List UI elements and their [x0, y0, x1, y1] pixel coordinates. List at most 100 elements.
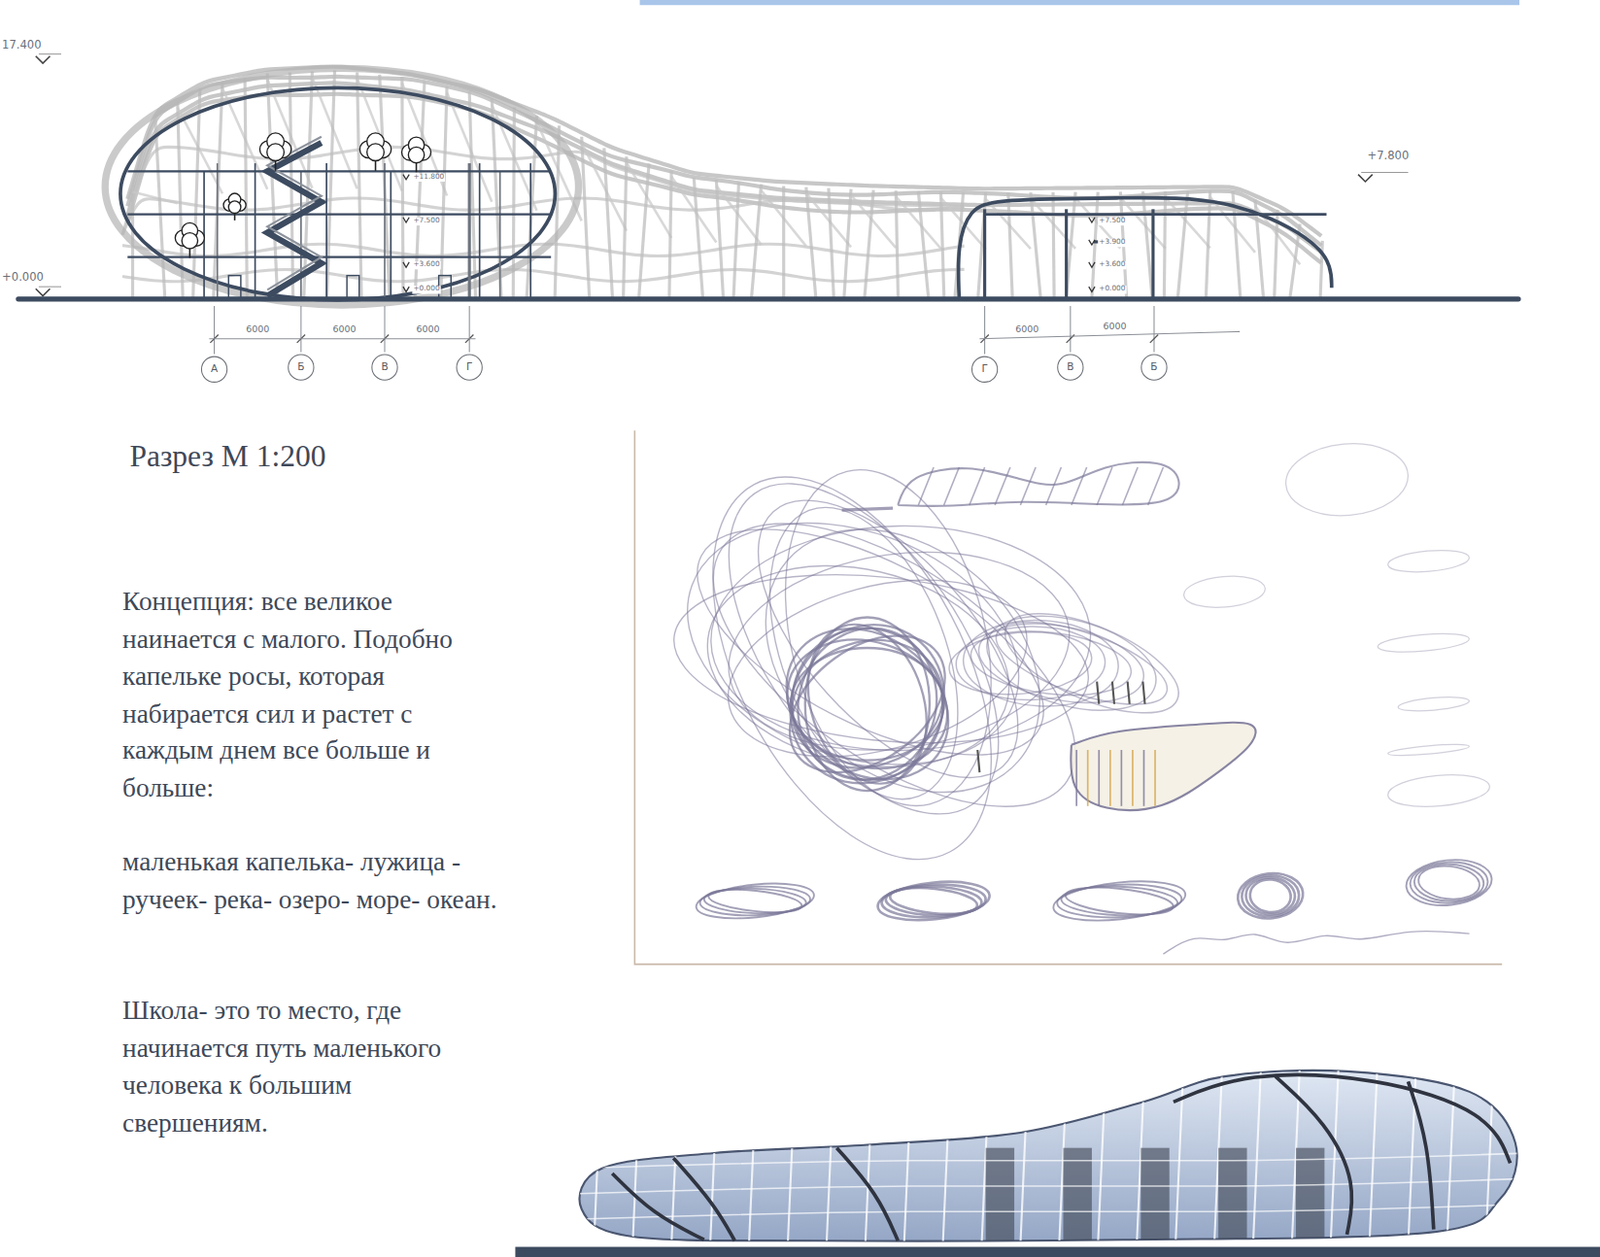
concept-text: Школа- это то место, где начинается путь… [122, 992, 503, 1142]
wire-rib [1163, 191, 1165, 300]
wire-rib [864, 190, 874, 300]
sketch-stroke [653, 479, 1054, 809]
axis-line [300, 306, 302, 352]
sketch-hatch [1122, 467, 1138, 506]
wire-rib [1053, 192, 1055, 300]
wire-rib [554, 125, 559, 300]
sketch-hatch [1097, 749, 1100, 807]
wall [529, 163, 532, 300]
level-label: +3.600 [1097, 261, 1126, 270]
wire-rib [244, 77, 247, 300]
sketch-figure [1112, 681, 1115, 705]
sketch-stroke [881, 883, 987, 920]
level-label: +7.800 [1367, 149, 1410, 163]
sketch-stroke [987, 605, 1177, 722]
axis-line [984, 306, 986, 354]
tree-crown [267, 143, 285, 162]
wire-rib [1008, 192, 1013, 299]
dimension-label: 6000 [416, 325, 441, 336]
wall [1064, 208, 1068, 299]
render-window [986, 1148, 1015, 1246]
level-mark [403, 174, 409, 180]
level-label: +0.000 [1, 271, 44, 284]
sketch-stroke [976, 599, 1166, 727]
wire-rib [402, 76, 404, 300]
axis-line [1153, 306, 1155, 352]
render-window [1218, 1148, 1247, 1246]
level-label: +11.800 [411, 173, 445, 182]
drawing-title: Разрез М 1:200 [129, 439, 326, 475]
render-mullion [826, 1060, 835, 1245]
sketch-stroke [779, 610, 957, 798]
render-rib [1173, 1075, 1511, 1164]
sketch-hatch [969, 467, 986, 506]
sketch-hatch [1087, 749, 1090, 807]
level-mark [1089, 262, 1095, 268]
wire-band [122, 269, 965, 281]
axis-letter: Б [1150, 362, 1158, 374]
wire-rib [1205, 191, 1210, 300]
render-window [1062, 1148, 1091, 1246]
sketch-stroke [1235, 870, 1306, 922]
render-mullion [1175, 1060, 1184, 1245]
sketch-stroke [897, 462, 1179, 507]
tree-symbol [402, 136, 432, 172]
axis-bubble: В [1056, 353, 1084, 380]
sketch-stroke [1064, 883, 1175, 920]
dimension-label: 6000 [245, 325, 270, 336]
concept-text: маленькая капелька- лужица - ручеек- рек… [122, 844, 503, 920]
sketch-stroke [1248, 877, 1293, 915]
concept-sketch [634, 430, 1502, 964]
wall [983, 208, 987, 299]
sketch-hatch [1109, 749, 1112, 807]
axis-bubble: В [371, 353, 398, 380]
tree-crown [408, 146, 424, 163]
wire-rib [844, 189, 852, 300]
wire-rib [750, 184, 761, 300]
sketch-stroke [707, 885, 803, 917]
sketch-stroke [1283, 439, 1412, 521]
wire-rib [693, 177, 703, 300]
wall [1151, 208, 1155, 299]
axis-letter: Г [466, 362, 473, 374]
sketch-stroke [664, 482, 1077, 801]
sketch-hatch [1020, 467, 1036, 506]
level-label: +3.900 [1097, 238, 1126, 247]
sketch-stroke [1245, 876, 1296, 916]
sketch-stroke [1387, 742, 1469, 758]
sketch-hatch [1154, 749, 1157, 807]
dimension-tick [1150, 335, 1158, 343]
tree-crown [228, 201, 241, 214]
wire-rib [1177, 191, 1188, 300]
ground-line [18, 296, 1519, 302]
render-mullion [1020, 1060, 1028, 1245]
sketch-figure [1096, 681, 1099, 705]
axis-bubble: Б [1140, 353, 1167, 380]
wall [254, 163, 257, 300]
level-marker [35, 288, 51, 296]
sketch-stroke [1182, 573, 1266, 612]
sketch-hatch [1121, 749, 1124, 807]
level-mark [1089, 286, 1095, 292]
wire-rib [782, 186, 785, 300]
wire-rib [441, 86, 447, 300]
sketch-stroke [1056, 882, 1183, 920]
block-roof [985, 212, 1328, 216]
floor-slab [127, 212, 551, 215]
sketch-capsule [1070, 722, 1256, 811]
level-label: +0.000 [411, 285, 441, 294]
dimension-label: 6000 [1102, 322, 1126, 333]
section-drawing [18, 54, 1519, 355]
wall [216, 163, 219, 300]
level-mark [403, 262, 409, 268]
tree-crown [181, 233, 198, 249]
render-window [1295, 1148, 1325, 1246]
render-mullion [787, 1060, 796, 1245]
sketch-stroke [955, 625, 1107, 702]
axis-line [1069, 306, 1071, 352]
sketch-stroke [761, 598, 973, 811]
wire-rib [669, 170, 672, 300]
level-leader [38, 286, 62, 288]
level-label: +3.600 [411, 261, 441, 270]
